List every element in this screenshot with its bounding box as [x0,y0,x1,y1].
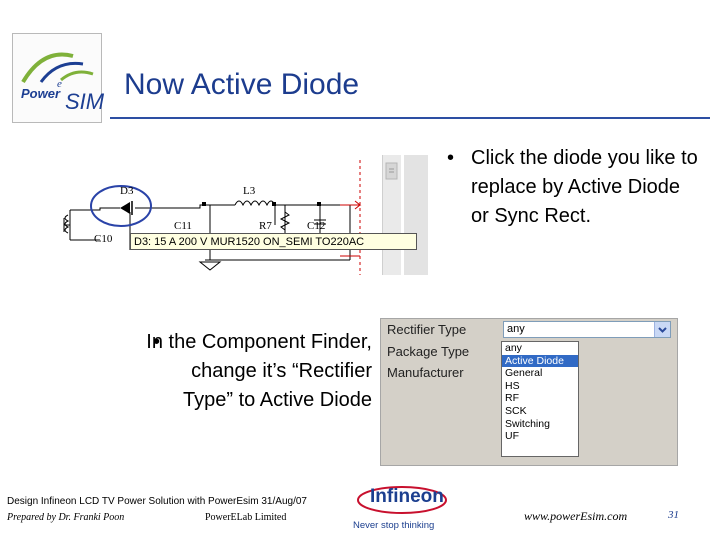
bullet-component-finder-text: In the Component Finder, change it’s “Re… [146,331,372,411]
rectifier-type-options[interactable]: any Active Diode General HS RF SCK Switc… [501,341,579,457]
infineon-swoosh-icon [357,486,447,514]
footer-website[interactable]: www.powerEsim.com [524,509,628,523]
option-uf[interactable]: UF [505,430,519,443]
logo-e-text: e [57,78,62,90]
logo-power-text: Power [21,86,61,101]
component-finder-panel: Rectifier Type Package Type Manufacturer… [380,318,678,466]
infineon-logo: Infineon Never stop thinking [352,484,452,534]
option-switching[interactable]: Switching [505,417,550,430]
option-rf[interactable]: RF [505,392,519,405]
option-any[interactable]: any [505,342,522,354]
label-d3: D3 [120,185,134,197]
rectifier-type-value: any [507,323,525,335]
logo-swoosh-icon [21,52,94,84]
footer-prepared-by: Prepared by Dr. Franki Poon [7,512,125,523]
infineon-name: Infineon [370,486,444,507]
option-hs[interactable]: HS [505,379,520,392]
schematic-side-panel [404,155,428,275]
package-type-label: Package Type [387,344,470,359]
label-c12: C12 [307,220,326,232]
bullet-dot-icon: • [447,147,455,169]
circuit-schematic[interactable] [60,150,440,280]
bullet-component-finder: • In the Component Finder, change it’s “… [140,328,372,415]
title-underline [110,117,710,119]
diode-highlight-circle [90,185,152,227]
option-general[interactable]: General [505,367,543,380]
chevron-down-icon [658,327,667,333]
scrollbar-grip-icon [385,162,398,180]
option-active-diode[interactable]: Active Diode [502,354,578,368]
logo-sim-text: SIM [65,89,105,114]
infineon-tagline: Never stop thinking [353,520,435,531]
dropdown-button[interactable] [654,322,670,337]
label-c11: C11 [174,220,192,232]
bullet-dot-icon: • [153,331,161,353]
page-number: 31 [668,509,679,521]
rectifier-type-label: Rectifier Type [387,322,467,337]
label-c10: C10 [94,233,113,245]
footer-company: PowerELab Limited [205,512,287,523]
poweresim-logo: Power e SIM [12,33,105,123]
label-l3: L3 [243,185,256,197]
option-sck[interactable]: SCK [505,404,527,417]
slide-title: Now Active Diode [124,68,360,101]
footer-design-line: Design Infineon LCD TV Power Solution wi… [7,496,307,507]
diode-tooltip: D3: 15 A 200 V MUR1520 ON_SEMI TO220AC [130,233,417,250]
bullet-click-diode-text: Click the diode you like to replace by A… [471,147,698,227]
label-r7: R7 [259,220,272,232]
manufacturer-label: Manufacturer [387,365,464,380]
rectifier-type-select[interactable]: any [503,321,671,338]
